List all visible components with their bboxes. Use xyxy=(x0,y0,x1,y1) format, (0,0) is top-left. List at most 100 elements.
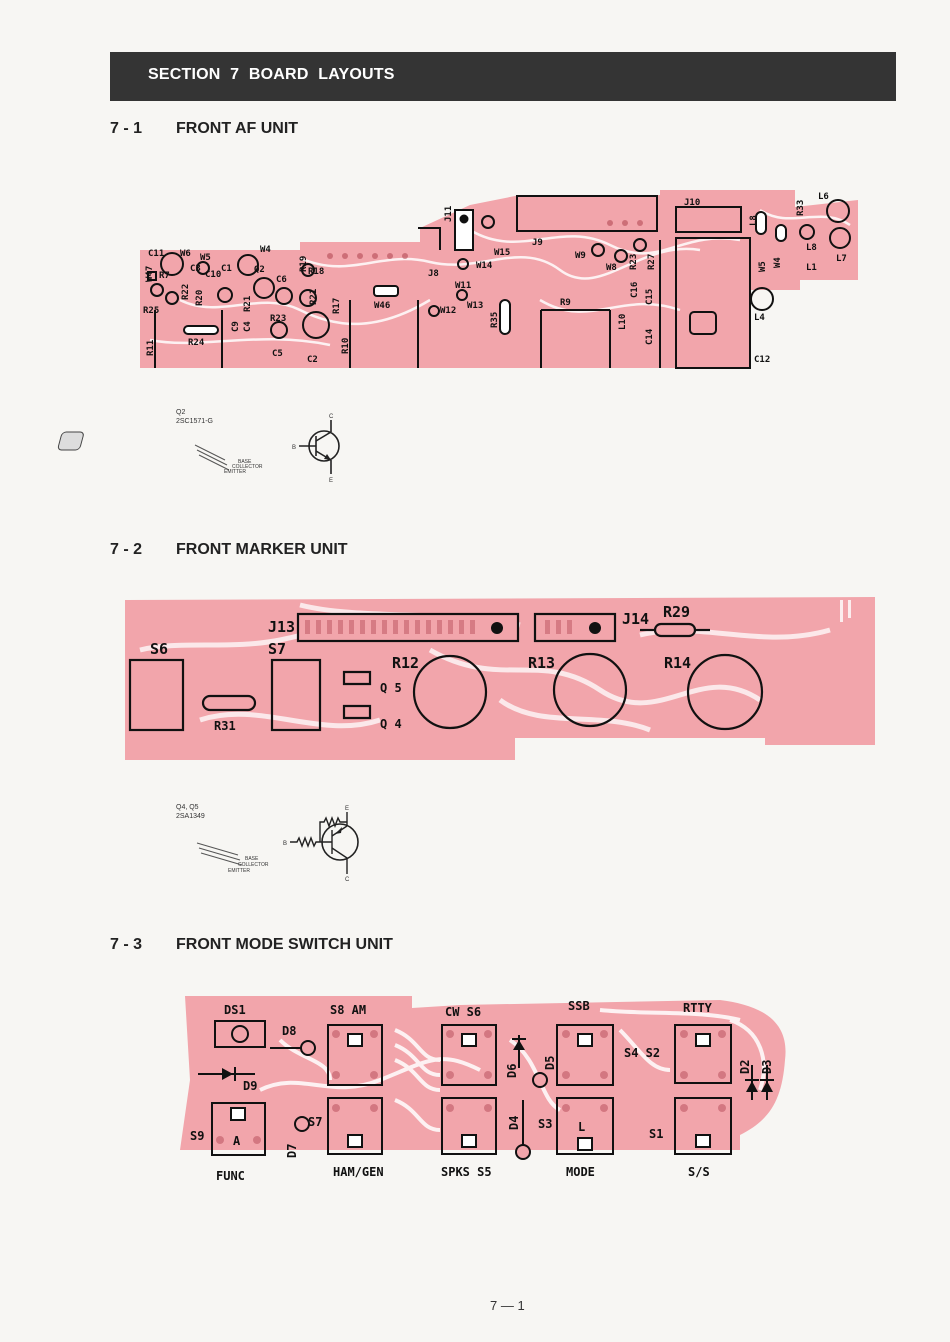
svg-text:C11: C11 xyxy=(148,249,164,259)
svg-text:R31: R31 xyxy=(214,719,236,733)
svg-text:W8: W8 xyxy=(606,263,617,273)
section-number: 7 - 2 xyxy=(110,541,143,558)
svg-text:R19: R19 xyxy=(299,256,309,272)
marker-unit-labels: S6 S7 J13 J14 R29 R12 R13 R14 Q 5 Q 4 R3… xyxy=(150,603,691,733)
svg-text:C: C xyxy=(329,414,334,420)
svg-text:R22: R22 xyxy=(181,284,191,300)
svg-text:C15: C15 xyxy=(645,289,655,305)
section-title: FRONT MARKER UNIT xyxy=(176,541,348,558)
svg-text:2SA1349: 2SA1349 xyxy=(176,813,205,820)
svg-text:Q 5: Q 5 xyxy=(380,681,402,695)
mode-switch-unit-board: DS1 S8 AM CW S6 SSB RTTY D8 D9 D6 D5 S4 … xyxy=(180,996,786,1183)
svg-text:D5: D5 xyxy=(543,1056,557,1070)
svg-text:S7: S7 xyxy=(268,640,286,658)
svg-text:C6: C6 xyxy=(276,275,287,285)
svg-text:C: C xyxy=(345,877,350,883)
svg-text:L1: L1 xyxy=(806,263,817,273)
svg-text:R25: R25 xyxy=(143,306,159,316)
svg-text:E: E xyxy=(329,478,333,484)
svg-text:Q4, Q5: Q4, Q5 xyxy=(176,804,199,811)
svg-text:W15: W15 xyxy=(494,248,510,258)
svg-text:RTTY: RTTY xyxy=(683,1001,713,1015)
svg-text:W9: W9 xyxy=(575,251,586,261)
svg-text:R35: R35 xyxy=(490,312,500,328)
svg-text:J9: J9 xyxy=(532,238,543,248)
svg-text:J13: J13 xyxy=(268,618,295,636)
svg-text:B: B xyxy=(283,841,287,847)
svg-text:C12: C12 xyxy=(754,355,770,365)
svg-text:S6: S6 xyxy=(150,640,168,658)
section-header-bar: SECTION 7 BOARD LAYOUTS xyxy=(110,52,896,101)
svg-text:Q2: Q2 xyxy=(254,265,265,275)
svg-text:C2: C2 xyxy=(307,355,318,365)
svg-text:Q2: Q2 xyxy=(176,409,185,416)
svg-text:L8: L8 xyxy=(806,243,817,253)
svg-text:C16: C16 xyxy=(630,282,640,298)
section-7-2-heading: 7 - 2 FRONT MARKER UNIT xyxy=(110,541,348,559)
svg-text:R23: R23 xyxy=(270,314,286,324)
svg-text:COLLECTOR: COLLECTOR xyxy=(232,464,263,470)
svg-text:B: B xyxy=(292,445,296,451)
svg-text:S/S: S/S xyxy=(688,1165,710,1179)
svg-text:C3: C3 xyxy=(190,264,201,274)
page-number: 7 — 1 xyxy=(490,1298,525,1313)
svg-text:R11: R11 xyxy=(146,340,156,356)
svg-text:R18: R18 xyxy=(308,267,324,277)
svg-text:SSB: SSB xyxy=(568,999,590,1013)
svg-text:R9: R9 xyxy=(560,298,571,308)
svg-text:W5: W5 xyxy=(758,261,768,272)
svg-text:SPKS S5: SPKS S5 xyxy=(441,1165,492,1179)
svg-text:CW S6: CW S6 xyxy=(445,1005,481,1019)
svg-text:R13: R13 xyxy=(528,654,555,672)
section-number: 7 - 3 xyxy=(110,936,143,953)
svg-text:L10: L10 xyxy=(618,314,628,330)
svg-text:W6: W6 xyxy=(180,249,191,259)
svg-text:R7: R7 xyxy=(159,271,170,281)
svg-text:S7: S7 xyxy=(308,1115,322,1129)
svg-text:D2: D2 xyxy=(738,1060,752,1074)
svg-text:HAM/GEN: HAM/GEN xyxy=(333,1165,384,1179)
svg-text:C9: C9 xyxy=(231,321,241,332)
af-unit-labels: J11 J10 J9 J8 L6 R33 L8 L8 L7 L1 W5 W4 L… xyxy=(143,192,847,365)
svg-text:R21: R21 xyxy=(309,289,319,305)
svg-text:DS1: DS1 xyxy=(224,1003,246,1017)
svg-text:L4: L4 xyxy=(754,313,765,323)
svg-text:C1: C1 xyxy=(221,264,232,274)
svg-text:R17: R17 xyxy=(332,298,342,314)
svg-text:R33: R33 xyxy=(796,200,806,216)
svg-text:J8: J8 xyxy=(428,269,439,279)
svg-text:W5: W5 xyxy=(200,253,211,263)
svg-text:R12: R12 xyxy=(392,654,419,672)
svg-text:A: A xyxy=(233,1134,241,1148)
svg-text:S3: S3 xyxy=(538,1117,552,1131)
svg-text:C14: C14 xyxy=(645,328,655,345)
svg-text:W11: W11 xyxy=(455,281,471,291)
svg-text:J14: J14 xyxy=(622,610,649,628)
svg-text:R14: R14 xyxy=(664,654,691,672)
svg-text:S1: S1 xyxy=(649,1127,663,1141)
svg-text:D6: D6 xyxy=(505,1064,519,1078)
svg-text:Q 4: Q 4 xyxy=(380,717,402,731)
svg-text:S9: S9 xyxy=(190,1129,204,1143)
svg-text:W14: W14 xyxy=(476,261,493,271)
svg-text:COLLECTOR: COLLECTOR xyxy=(238,862,269,868)
svg-text:E: E xyxy=(345,806,349,812)
svg-text:D7: D7 xyxy=(285,1144,299,1158)
svg-text:D8: D8 xyxy=(282,1024,296,1038)
svg-text:D3: D3 xyxy=(760,1060,774,1074)
svg-text:W13: W13 xyxy=(467,301,483,311)
svg-text:BASE: BASE xyxy=(238,459,252,465)
svg-text:J10: J10 xyxy=(684,198,700,208)
svg-text:R23: R23 xyxy=(629,254,639,270)
svg-text:BASE: BASE xyxy=(245,856,259,862)
marker-unit-board: S6 S7 J13 J14 R29 R12 R13 R14 Q 5 Q 4 R3… xyxy=(125,597,875,760)
svg-text:W4: W4 xyxy=(773,257,783,268)
svg-text:R24: R24 xyxy=(188,338,205,348)
svg-text:C5: C5 xyxy=(272,349,283,359)
svg-text:2SC1571-G: 2SC1571-G xyxy=(176,418,213,425)
svg-text:R10: R10 xyxy=(341,338,351,354)
svg-text:L: L xyxy=(578,1120,585,1134)
svg-text:R20: R20 xyxy=(195,290,205,306)
